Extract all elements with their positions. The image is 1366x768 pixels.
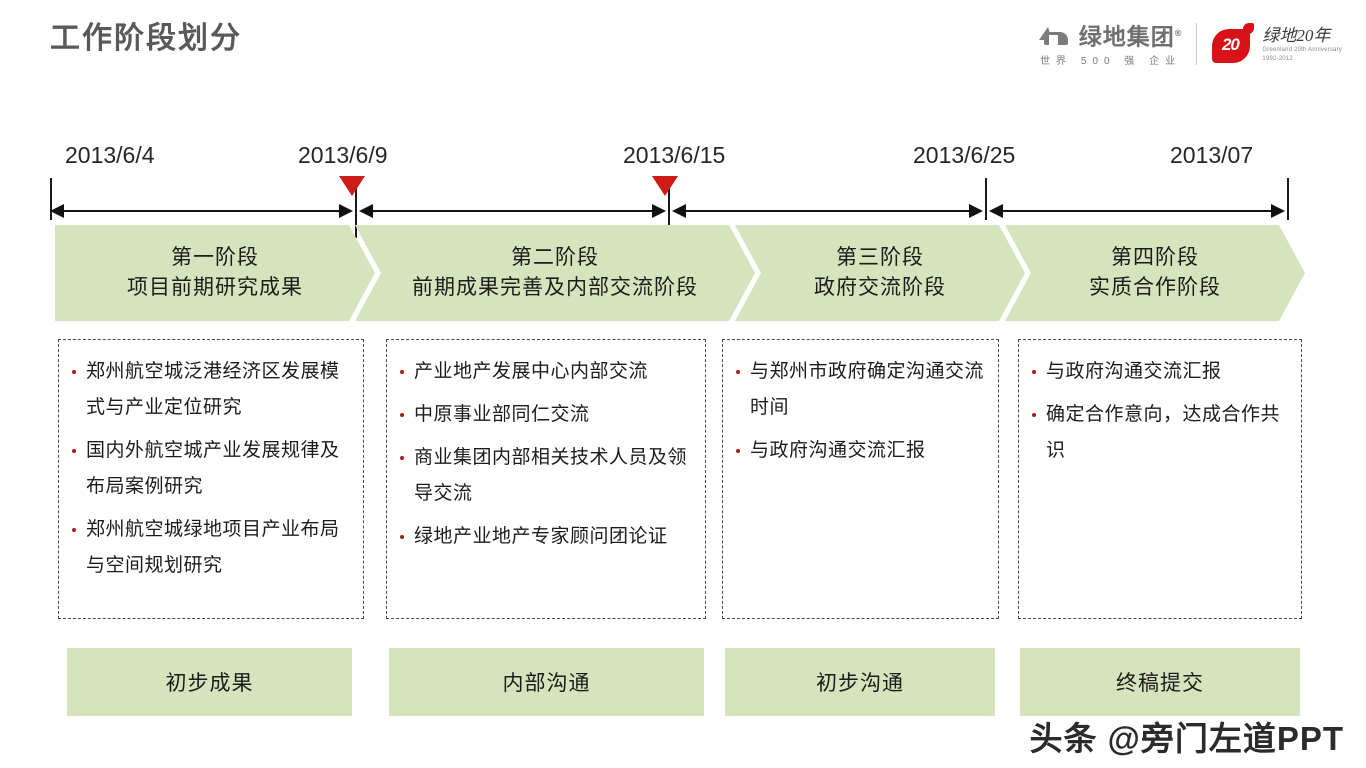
phase-outcome-label-4[interactable]: 终稿提交 bbox=[1020, 648, 1300, 716]
phase-chevron-4[interactable]: 第四阶段实质合作阶段 bbox=[1005, 225, 1305, 321]
greenland-brand-subtitle: 世界 500 强 企业 bbox=[1040, 55, 1182, 67]
anniversary-text-block: 绿地20年 Greenland 20th Anniversary 1992-20… bbox=[1262, 26, 1342, 63]
segment-bar bbox=[996, 210, 1278, 212]
phase-detail-box-4: 与政府沟通交流汇报确定合作意向，达成合作共识 bbox=[1018, 339, 1302, 619]
segment-bar bbox=[366, 210, 659, 212]
arrow-right-icon bbox=[969, 204, 983, 218]
timeline-date-3: 2013/6/15 bbox=[623, 142, 726, 168]
timeline-segment-2 bbox=[359, 204, 666, 218]
phase-2-bullet-2: 中原事业部同仁交流 bbox=[397, 397, 695, 433]
anniversary-title-en: Greenland 20th Anniversary bbox=[1262, 46, 1342, 53]
timeline-segment-4 bbox=[989, 204, 1285, 218]
phase-3-bullet-2: 与政府沟通交流汇报 bbox=[733, 433, 988, 469]
arrow-right-icon bbox=[652, 204, 666, 218]
phase-chevron-3[interactable]: 第三阶段政府交流阶段 bbox=[735, 225, 1025, 321]
phase-bullet-list-3: 与郑州市政府确定沟通交流时间与政府沟通交流汇报 bbox=[733, 354, 988, 469]
phase-stage-label-1: 第一阶段 bbox=[171, 246, 259, 269]
anniversary-years: 1992-2012 bbox=[1262, 55, 1293, 62]
phase-2-bullet-1: 产业地产发展中心内部交流 bbox=[397, 354, 695, 390]
phase-1-bullet-3: 郑州航空城绿地项目产业布局与空间规划研究 bbox=[69, 512, 353, 584]
timeline-tick-5 bbox=[1287, 178, 1289, 220]
anniversary-title-cn: 绿地20年 bbox=[1262, 25, 1331, 45]
timeline: 2013/6/4 2013/6/9 2013/6/15 2013/6/25 2013/0… bbox=[0, 140, 1366, 238]
phase-detail-boxes: 郑州航空城泛港经济区发展模式与产业定位研究国内外航空城产业发展规律及布局案例研究… bbox=[0, 339, 1366, 621]
phase-2-bullet-4: 绿地产业地产专家顾问团论证 bbox=[397, 519, 695, 555]
anniversary-logo: 20 绿地20年 Greenland 20th Anniversary 1992… bbox=[1211, 23, 1342, 65]
anniversary-leaf-icon: 20 bbox=[1211, 23, 1255, 65]
timeline-date-2: 2013/6/9 bbox=[298, 142, 388, 168]
phase-stage-label-2: 第二阶段 bbox=[511, 246, 599, 269]
greenland-corporate-logo: 绿地集团® 世界 500 强 企业 bbox=[1038, 21, 1183, 67]
greenland-house-icon bbox=[1038, 24, 1073, 48]
logo-zone: 绿地集团® 世界 500 强 企业 20 绿地20年 Greenland 20t… bbox=[1038, 18, 1342, 70]
phase-stage-name-1: 项目前期研究成果 bbox=[127, 276, 303, 299]
phase-detail-box-1: 郑州航空城泛港经济区发展模式与产业定位研究国内外航空城产业发展规律及布局案例研究… bbox=[58, 339, 364, 619]
phase-chevron-1[interactable]: 第一阶段项目前期研究成果 bbox=[55, 225, 375, 321]
phase-bullet-list-4: 与政府沟通交流汇报确定合作意向，达成合作共识 bbox=[1029, 354, 1291, 469]
phase-4-bullet-2: 确定合作意向，达成合作共识 bbox=[1029, 397, 1291, 469]
slide-header: 工作阶段划分 绿地集团® 世界 500 强 企业 bbox=[0, 0, 1366, 88]
phase-1-bullet-1: 郑州航空城泛港经济区发展模式与产业定位研究 bbox=[69, 354, 353, 426]
phase-chevron-2[interactable]: 第二阶段前期成果完善及内部交流阶段 bbox=[355, 225, 755, 321]
timeline-date-5: 2013/07 bbox=[1170, 142, 1254, 168]
phase-outcome-labels: 初步成果内部沟通初步沟通终稿提交 bbox=[0, 648, 1366, 720]
phase-stage-name-3: 政府交流阶段 bbox=[814, 276, 946, 299]
phase-2-bullet-3: 商业集团内部相关技术人员及领导交流 bbox=[397, 440, 695, 512]
arrow-right-icon bbox=[1271, 204, 1285, 218]
phase-detail-box-3: 与郑州市政府确定沟通交流时间与政府沟通交流汇报 bbox=[722, 339, 999, 619]
anniversary-number: 20 bbox=[1221, 35, 1240, 54]
timeline-segment-3 bbox=[672, 204, 983, 218]
greenland-brand-name: 绿地集团® bbox=[1079, 21, 1183, 50]
timeline-date-1: 2013/6/4 bbox=[65, 142, 155, 168]
milestone-marker-icon-2 bbox=[652, 176, 678, 196]
phase-1-bullet-2: 国内外航空城产业发展规律及布局案例研究 bbox=[69, 433, 353, 505]
milestone-marker-icon-1 bbox=[339, 176, 365, 196]
greenland-logo-top: 绿地集团® bbox=[1038, 21, 1183, 50]
arrow-right-icon bbox=[339, 204, 353, 218]
segment-bar bbox=[679, 210, 976, 212]
phase-stage-name-2: 前期成果完善及内部交流阶段 bbox=[412, 276, 698, 299]
page-title: 工作阶段划分 bbox=[50, 22, 242, 55]
phase-3-bullet-1: 与郑州市政府确定沟通交流时间 bbox=[733, 354, 988, 426]
timeline-segment-1 bbox=[50, 204, 353, 218]
phase-stage-name-4: 实质合作阶段 bbox=[1089, 276, 1221, 299]
timeline-tick-4 bbox=[985, 178, 987, 220]
segment-bar bbox=[57, 210, 346, 212]
watermark: 头条 @旁门左道PPT bbox=[1029, 720, 1344, 757]
phase-bullet-list-2: 产业地产发展中心内部交流中原事业部同仁交流商业集团内部相关技术人员及领导交流绿地… bbox=[397, 354, 695, 555]
phase-outcome-label-2[interactable]: 内部沟通 bbox=[389, 648, 704, 716]
phase-stage-label-4: 第四阶段 bbox=[1111, 246, 1199, 269]
phase-outcome-label-1[interactable]: 初步成果 bbox=[67, 648, 352, 716]
phase-chevrons: 第一阶段项目前期研究成果第二阶段前期成果完善及内部交流阶段第三阶段政府交流阶段第… bbox=[0, 225, 1366, 325]
phase-outcome-label-3[interactable]: 初步沟通 bbox=[725, 648, 995, 716]
phase-bullet-list-1: 郑州航空城泛港经济区发展模式与产业定位研究国内外航空城产业发展规律及布局案例研究… bbox=[69, 354, 353, 584]
timeline-tick-2 bbox=[355, 178, 357, 238]
timeline-tick-3 bbox=[668, 178, 670, 238]
logo-divider bbox=[1196, 23, 1198, 65]
phase-4-bullet-1: 与政府沟通交流汇报 bbox=[1029, 354, 1291, 390]
timeline-tick-1 bbox=[50, 178, 52, 220]
timeline-date-4: 2013/6/25 bbox=[913, 142, 1016, 168]
phase-stage-label-3: 第三阶段 bbox=[836, 246, 924, 269]
phase-detail-box-2: 产业地产发展中心内部交流中原事业部同仁交流商业集团内部相关技术人员及领导交流绿地… bbox=[386, 339, 706, 619]
greenland-brand-text: 绿地集团 bbox=[1078, 23, 1175, 50]
registered-mark: ® bbox=[1174, 28, 1183, 39]
